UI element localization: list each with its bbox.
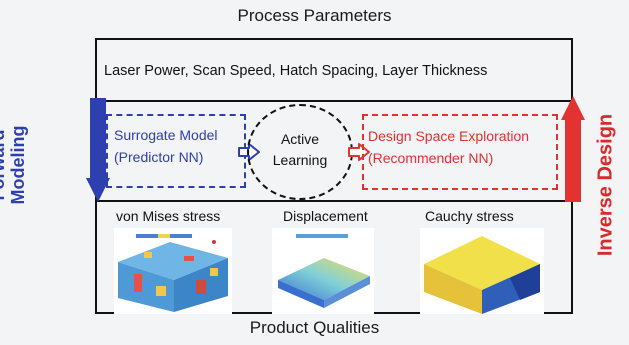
surrogate-model-text: Surrogate Model (Predictor NN)	[114, 124, 218, 168]
von-mises-stress-image	[114, 228, 232, 314]
cauchy-stress-image	[420, 228, 544, 314]
von-mises-label: von Mises stress	[116, 208, 221, 224]
displacement-label: Displacement	[283, 208, 368, 224]
forward-label-line1: Forward	[0, 129, 8, 201]
active-line2: Learning	[272, 152, 328, 168]
design-space-text: Design Space Exploration (Recommender NN…	[368, 125, 529, 169]
forward-label-line2: Modeling	[8, 125, 28, 205]
parameters-divider	[95, 100, 573, 102]
forward-modeling-label: Forward Modeling	[0, 126, 28, 205]
surrogate-line1: Surrogate Model	[114, 127, 218, 143]
design-space-box	[362, 114, 558, 190]
qualities-divider	[95, 200, 573, 202]
active-line1: Active	[280, 131, 320, 147]
hollow-arrow-to-design-icon	[348, 143, 370, 161]
forward-arrow	[86, 98, 110, 202]
design-line2: (Recommender NN)	[368, 150, 494, 166]
product-qualities-title: Product Qualities	[249, 318, 380, 337]
parameters-list: Laser Power, Scan Speed, Hatch Spacing, …	[104, 63, 488, 79]
inverse-arrow	[561, 96, 585, 202]
design-line1: Design Space Exploration	[368, 128, 530, 144]
displacement-image	[272, 228, 374, 314]
process-parameters-title: Process Parameters	[237, 6, 392, 25]
cauchy-label: Cauchy stress	[425, 208, 514, 224]
active-learning-text: Active Learning	[247, 129, 353, 171]
inverse-design-label: Inverse Design	[594, 113, 617, 257]
surrogate-line2: (Predictor NN)	[114, 149, 204, 165]
